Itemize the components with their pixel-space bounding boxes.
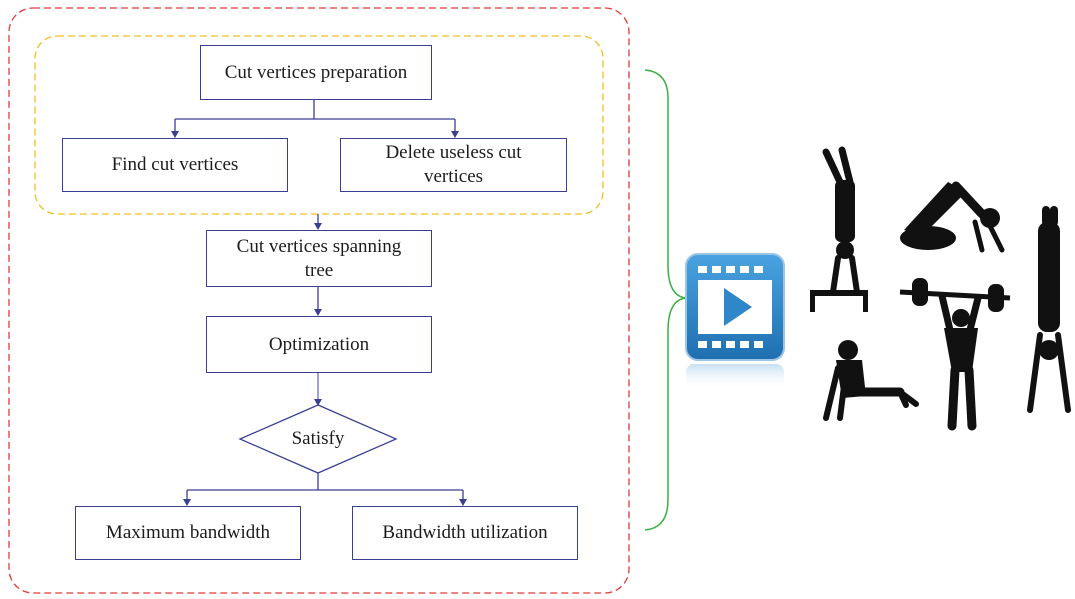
barbell-overhead-press-silhouette bbox=[899, 278, 1011, 431]
optimization-box: Optimization bbox=[206, 316, 432, 373]
maximum-bandwidth-box: Maximum bandwidth bbox=[75, 506, 301, 560]
delete-useless-box: Delete useless cut vertices bbox=[340, 138, 567, 192]
decision-label: Satisfy bbox=[291, 428, 345, 449]
handstand-silhouette bbox=[1027, 206, 1071, 413]
decision-diamond bbox=[238, 404, 398, 474]
video-player-icon bbox=[685, 253, 785, 390]
pushup-silhouette bbox=[823, 340, 919, 421]
preparation-box: Cut vertices preparation bbox=[200, 45, 432, 100]
pike-pushup-silhouette bbox=[900, 181, 1005, 253]
bandwidth-utilization-box: Bandwidth utilization bbox=[352, 506, 578, 560]
green-curly-bracket bbox=[644, 69, 689, 531]
find-cut-vertices-box: Find cut vertices bbox=[62, 138, 288, 192]
connectors bbox=[171, 100, 467, 506]
handstand-parallettes-silhouette bbox=[810, 146, 868, 312]
spanning-tree-box: Cut vertices spanning tree bbox=[206, 230, 432, 287]
play-icon bbox=[724, 288, 752, 326]
outer-dashed-frame bbox=[8, 7, 630, 594]
